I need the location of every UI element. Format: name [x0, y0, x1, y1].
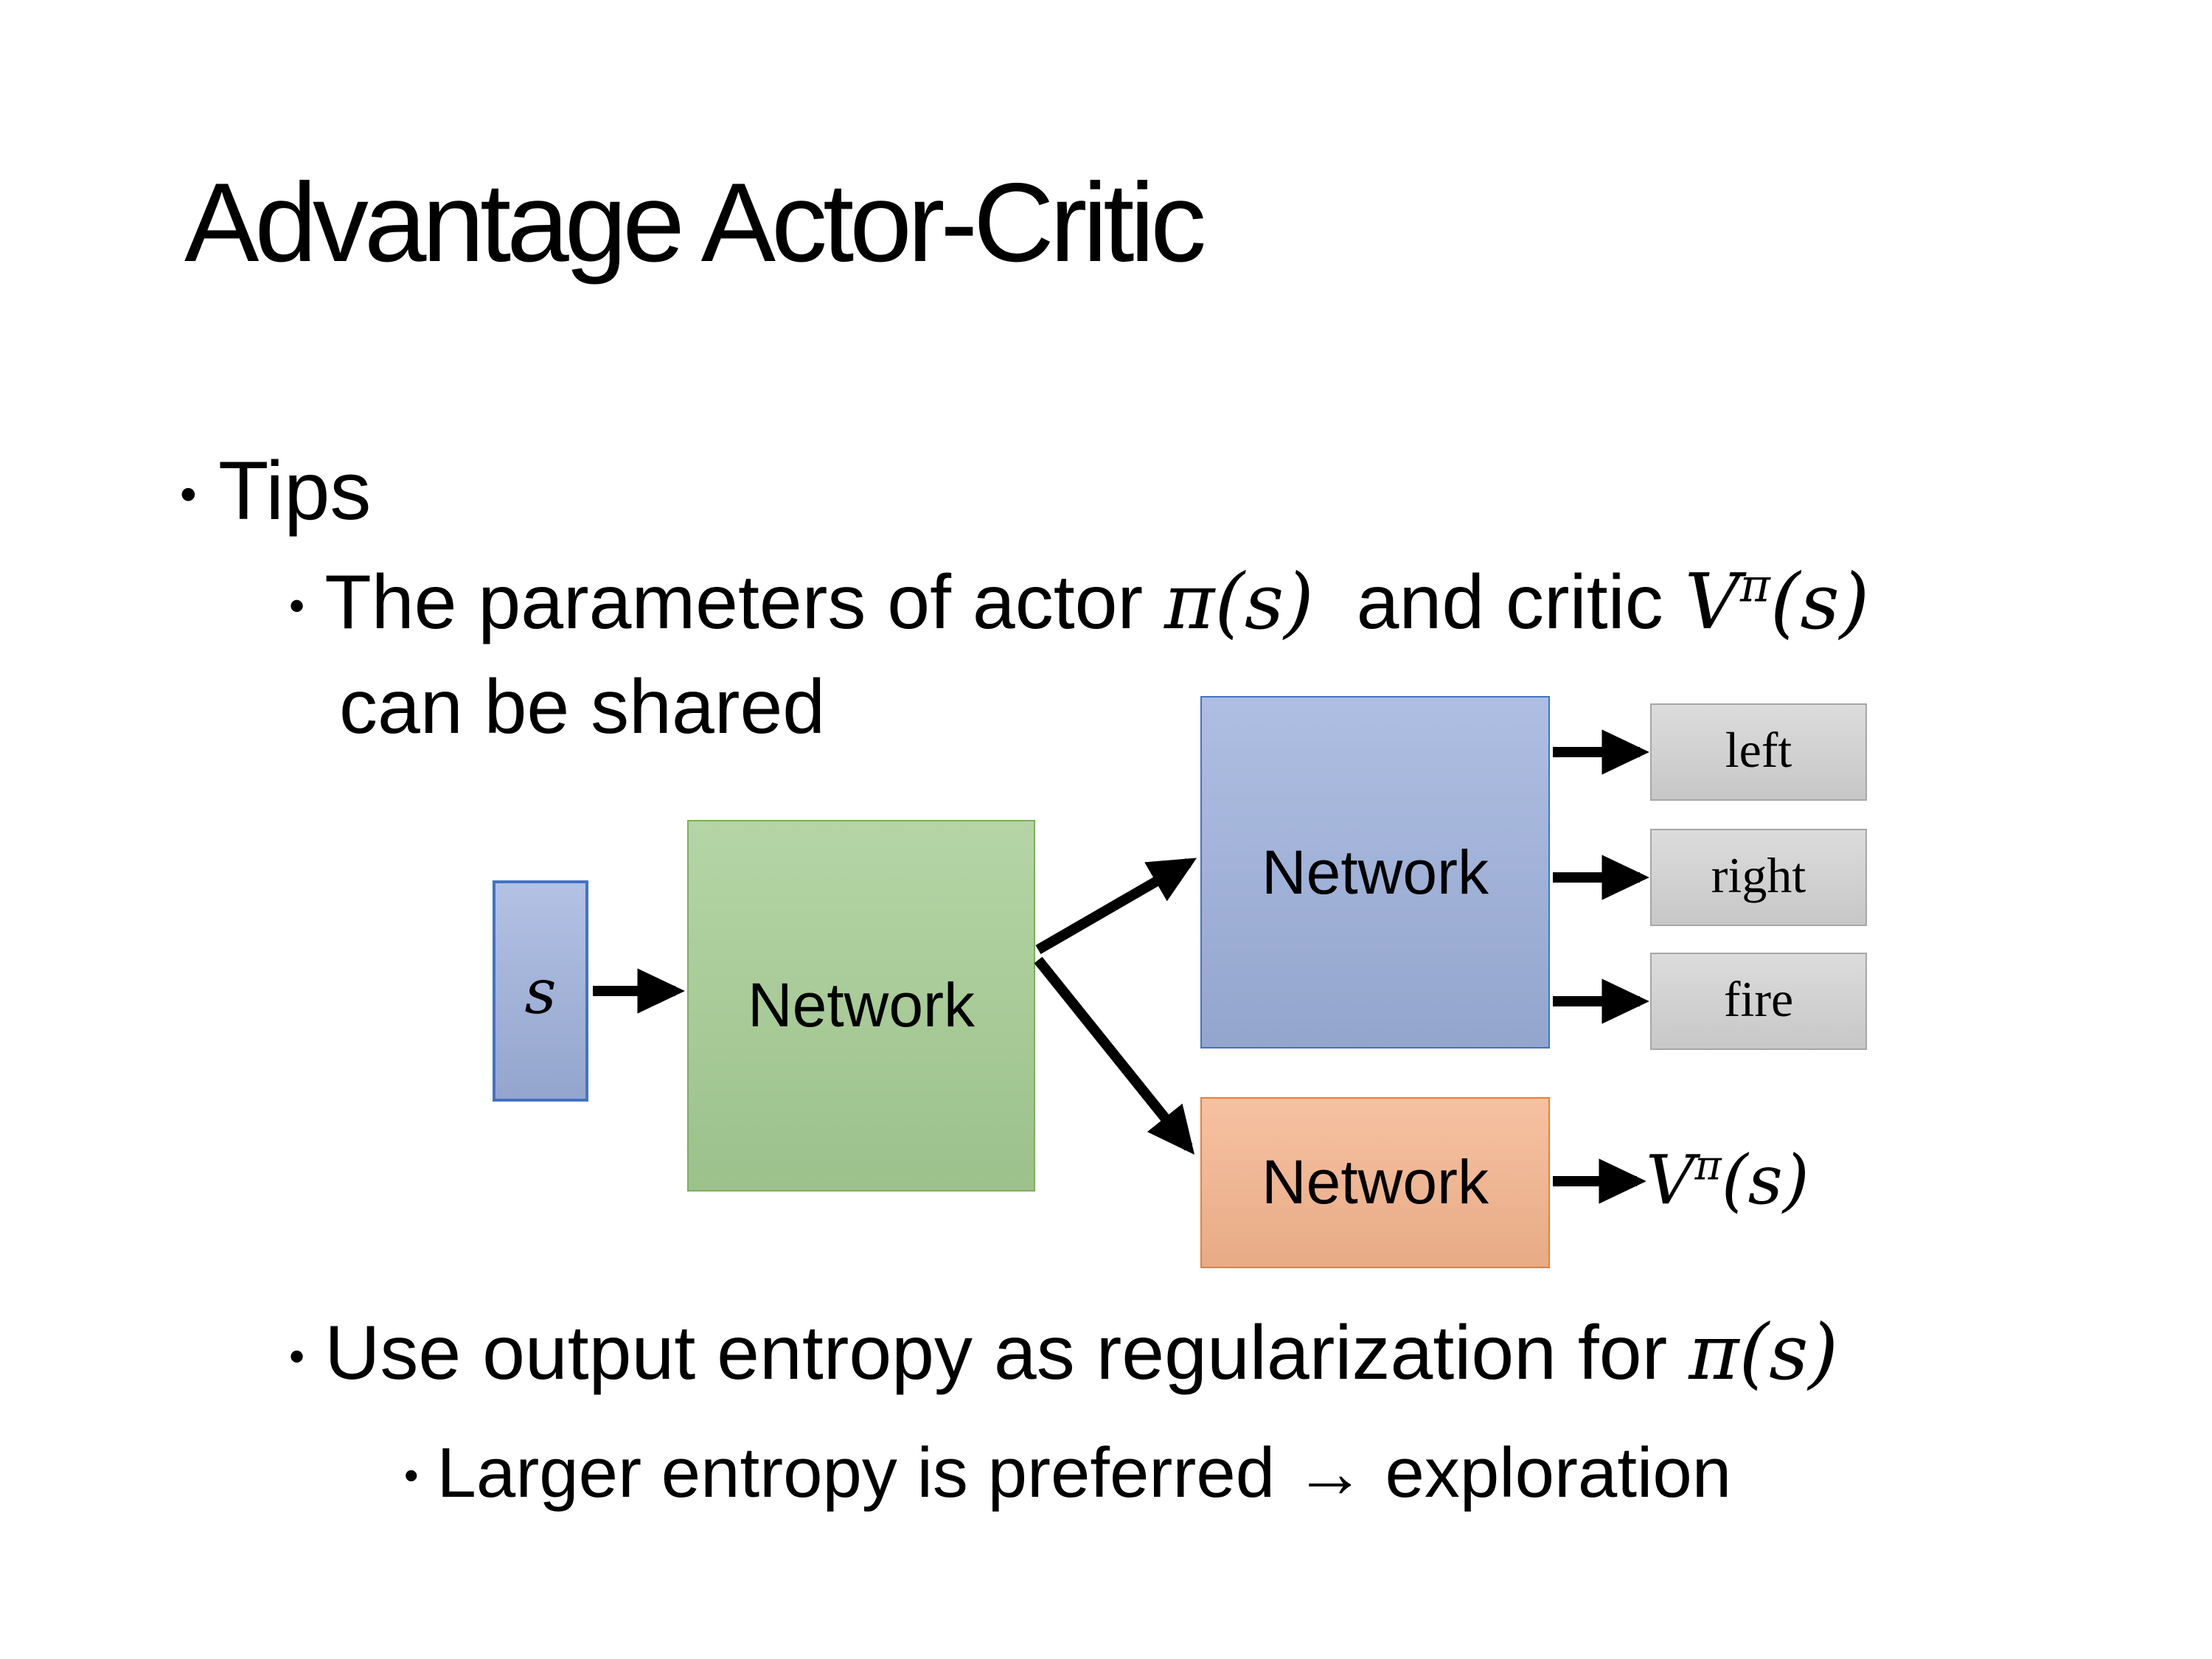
bullet-tips-label: Tips [218, 444, 372, 537]
action-left-label: left [1725, 724, 1792, 779]
critic-output-args: (s) [1721, 1140, 1809, 1220]
policy-math: π(s) [1688, 1310, 1839, 1398]
critic-value-args: (s) [1770, 559, 1870, 647]
action-fire-box: fire [1650, 953, 1867, 1050]
bullet-entropy-regularization: • Use output entropy as regularization fo… [289, 1310, 1838, 1398]
critic-value-sup: π [1739, 560, 1770, 613]
critic-network-label: Network [1261, 1147, 1489, 1217]
critic-value-math: Vπ(s) [1685, 559, 1870, 647]
bullet-shared-params: • The parameters of actor π(s) and critic… [289, 553, 1869, 759]
state-input-box: s [493, 880, 588, 1102]
page-title: Advantage Actor-Critic [184, 161, 1206, 286]
critic-output-sup: π [1694, 1141, 1722, 1190]
actor-policy-math: π(s) [1164, 559, 1314, 647]
critic-network-box: Network [1200, 1097, 1550, 1268]
bullet-shared-line2: can be shared [339, 664, 826, 751]
bullet-shared-pre: The parameters of actor [324, 560, 1164, 646]
bullet-icon: • [404, 1453, 419, 1498]
bullet-icon: • [289, 1332, 305, 1382]
shared-network-box: Network [687, 820, 1035, 1192]
state-input-label: s [524, 955, 557, 1027]
bullet-tips: • Tips [180, 442, 371, 538]
actor-network-label: Network [1261, 837, 1489, 906]
action-right-box: right [1650, 829, 1867, 926]
action-right-label: right [1711, 849, 1806, 904]
action-left-box: left [1650, 703, 1867, 801]
bullet-shared-mid: and critic [1313, 560, 1685, 646]
action-fire-label: fire [1723, 973, 1794, 1028]
bullet-exploration-label: Larger entropy is preferred → exploratio… [437, 1435, 1732, 1513]
bullet-icon: • [289, 582, 305, 631]
critic-output-base: V [1646, 1140, 1695, 1220]
shared-network-label: Network [747, 970, 975, 1040]
bullet-entropy-pre: Use output entropy as regularization for [324, 1311, 1689, 1397]
critic-output-value: Vπ(s) [1646, 1140, 1809, 1220]
arrow-shared-to-critic-network [1034, 956, 1195, 1155]
bullet-exploration: • Larger entropy is preferred → explorati… [404, 1433, 1731, 1514]
critic-value-base: V [1684, 559, 1740, 647]
bullet-icon: • [180, 467, 197, 521]
arrow-shared-to-actor-network [1035, 858, 1197, 955]
actor-network-box: Network [1200, 696, 1550, 1048]
